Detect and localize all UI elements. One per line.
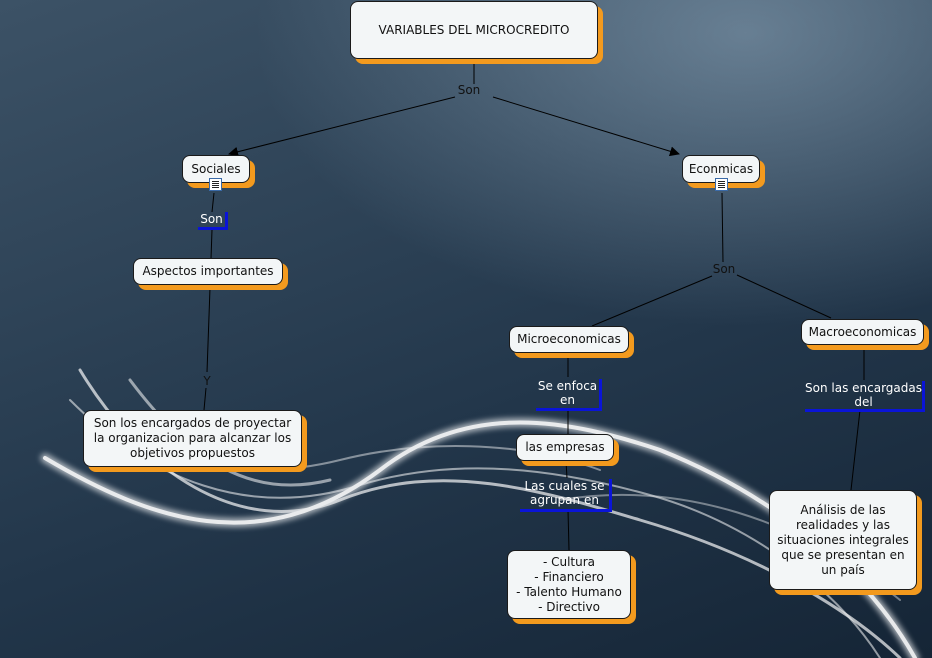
link-son-sociales[interactable]: Son	[198, 212, 228, 230]
node-aspectos-importantes[interactable]: Aspectos importantes	[133, 258, 283, 285]
node-microeconomicas[interactable]: Microeconomicas	[509, 326, 629, 353]
node-cultura-list[interactable]: - Cultura - Financiero - Talento Humano …	[507, 550, 631, 619]
node-variables-microcredito[interactable]: VARIABLES DEL MICROCREDITO	[350, 1, 598, 59]
node-son-los-encargados[interactable]: Son los encargados de proyectar la organ…	[83, 410, 302, 467]
link-las-cuales-se-agrupan[interactable]: Las cuales se agrupan en	[520, 479, 612, 512]
node-analisis[interactable]: Análisis de las realidades y las situaci…	[769, 490, 917, 590]
attached-document-icon[interactable]	[209, 178, 222, 191]
node-economicas[interactable]: Econmicas	[682, 155, 760, 183]
attached-document-icon[interactable]	[715, 178, 728, 191]
link-se-enfoca-en[interactable]: Se enfoca en	[536, 379, 602, 411]
node-macroeconomicas[interactable]: Macroeconomicas	[801, 319, 924, 345]
link-son-top[interactable]: Son	[457, 83, 481, 97]
link-son-las-encargadas[interactable]: Son las encargadas del	[805, 381, 925, 412]
node-las-empresas[interactable]: las empresas	[516, 434, 614, 461]
link-son-economicas[interactable]: Son	[712, 262, 736, 276]
node-sociales[interactable]: Sociales	[182, 155, 250, 183]
link-y[interactable]: Y	[203, 374, 211, 388]
